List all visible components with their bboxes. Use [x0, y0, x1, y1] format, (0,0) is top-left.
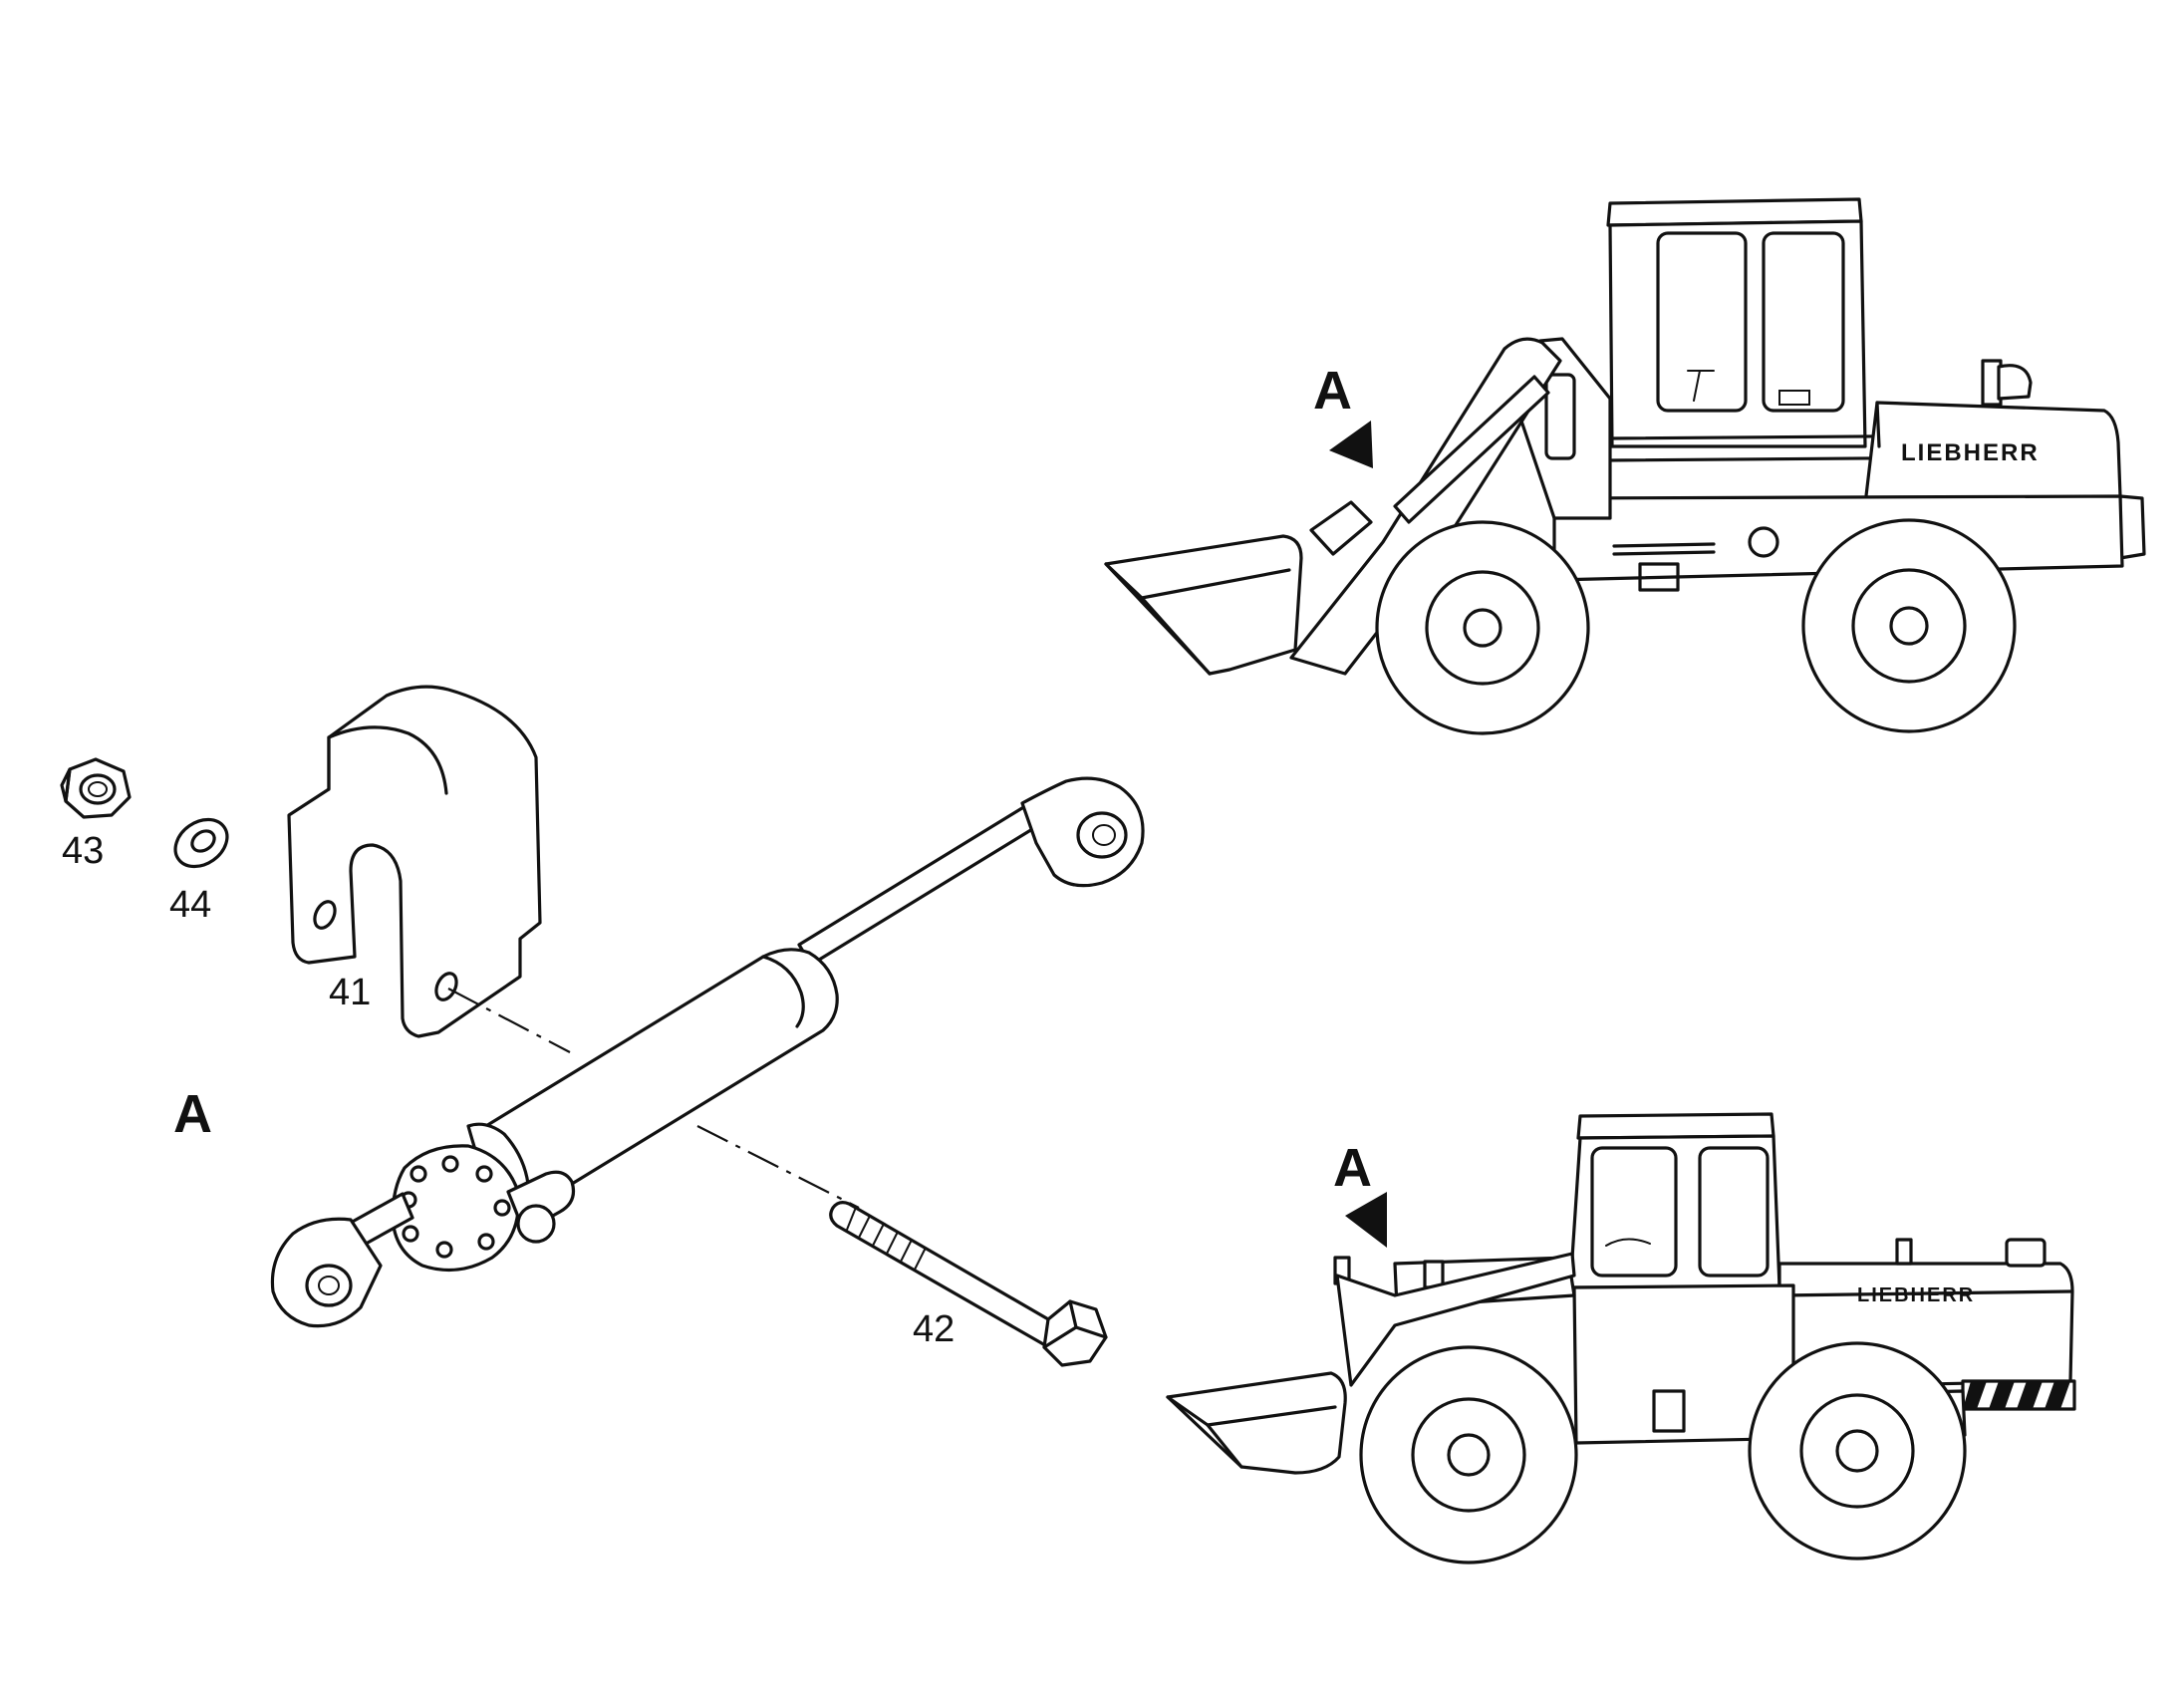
callout-44: 44 — [169, 884, 211, 926]
hex-nut-part-43[interactable] — [60, 757, 132, 819]
brand-mark-loader-top: LIEBHERR — [1901, 439, 2040, 466]
callout-43: 43 — [62, 830, 104, 872]
brand-mark-loader-bottom: LIEBHERR — [1857, 1284, 1975, 1306]
hydraulic-cylinder-assembly[interactable] — [270, 776, 1145, 1328]
callout-41: 41 — [329, 972, 371, 1013]
bracket-part-41[interactable] — [287, 685, 542, 1038]
wheel-loader-bottom-view: LIEBHERR — [1166, 1112, 2076, 1564]
view-label-detail-a: A — [173, 1084, 212, 1144]
bolt-part-42[interactable] — [829, 1201, 1108, 1367]
view-label-loader-top: A — [1313, 361, 1352, 421]
washer-part-44[interactable] — [166, 810, 236, 877]
assembly-line-bolt — [696, 1125, 860, 1209]
view-label-loader-bottom: A — [1333, 1138, 1372, 1198]
wheel-loader-top-view: LIEBHERR — [1104, 197, 2146, 735]
assembly-line-bracket — [447, 988, 571, 1053]
callout-42: 42 — [913, 1308, 955, 1350]
